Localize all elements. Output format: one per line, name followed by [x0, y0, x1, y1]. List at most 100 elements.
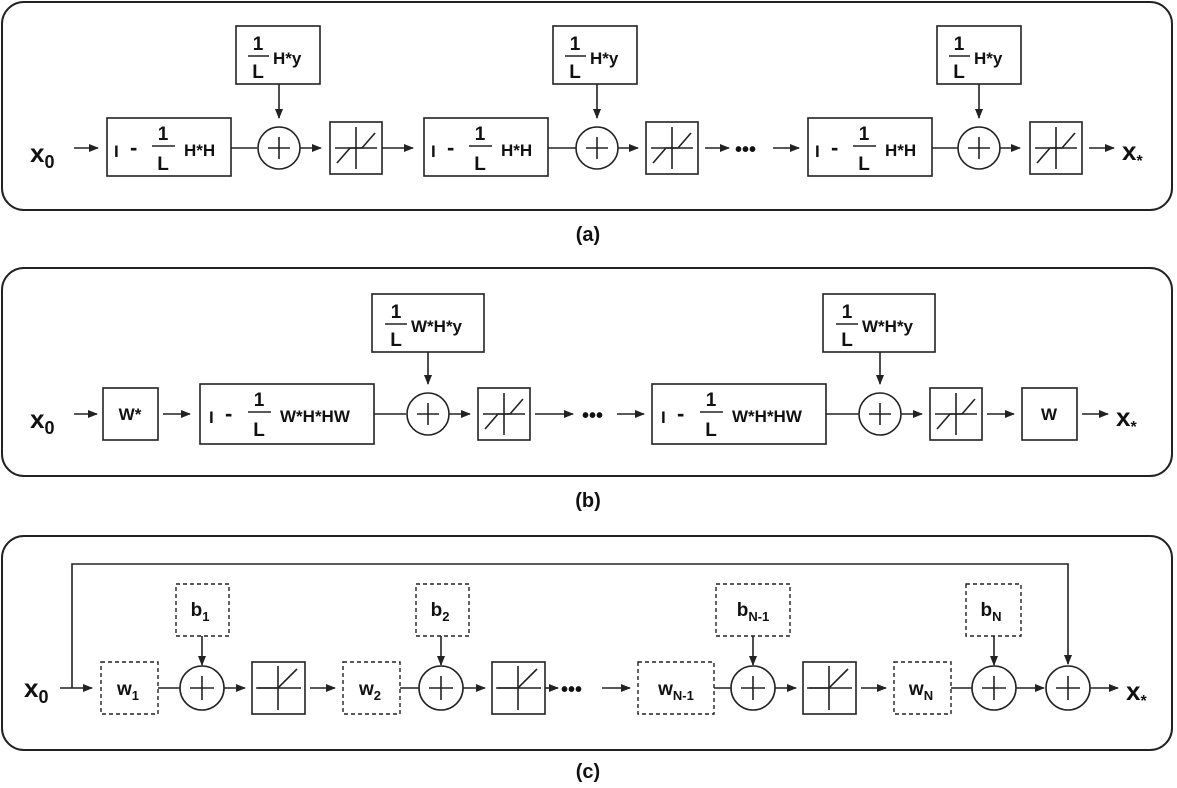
sum-node-icon	[957, 126, 1001, 170]
ellipsis: •••	[561, 679, 582, 701]
bias-term: H*y	[974, 49, 1003, 68]
bias-label: bN	[981, 600, 1002, 624]
fraction-numerator: 1	[158, 124, 169, 145]
input-label-c: x0	[24, 673, 48, 707]
gradient-operator: H*H	[501, 141, 532, 160]
bias-box-bn	[965, 583, 1022, 637]
fraction-numerator: 1	[842, 302, 853, 323]
weight-label: wN-1	[657, 679, 694, 703]
bias-box-a2	[552, 25, 638, 85]
bias-box-a1	[235, 25, 321, 85]
minus-sign: -	[831, 135, 838, 160]
weight-box-wn	[893, 661, 952, 715]
fraction-numerator: 1	[475, 124, 486, 145]
bias-term: H*y	[273, 49, 302, 68]
relu-icon	[491, 661, 546, 715]
sum-node-icon	[971, 665, 1017, 711]
weight-label: w2	[358, 679, 381, 703]
gradient-operator: H*H	[885, 141, 916, 160]
identity-symbol: I	[431, 142, 436, 161]
fraction-numerator: 1	[954, 34, 965, 55]
minus-sign: -	[447, 135, 454, 160]
bias-term: W*H*y	[411, 317, 463, 336]
fraction-denominator: L	[953, 62, 965, 83]
fraction-numerator: 1	[253, 34, 264, 55]
synthesis-op-box	[1021, 387, 1078, 441]
identity-symbol: I	[815, 142, 820, 161]
fraction-denominator: L	[569, 62, 581, 83]
caption-b: (b)	[575, 490, 601, 512]
sum-node-icon	[575, 126, 619, 170]
identity-symbol: I	[209, 408, 214, 427]
caption-c: (c)	[576, 761, 600, 783]
ellipsis: •••	[735, 139, 756, 161]
bias-box-an	[936, 25, 1022, 85]
ellipsis: •••	[582, 405, 603, 427]
soft-threshold-icon	[929, 387, 983, 441]
fraction-denominator: L	[705, 420, 717, 441]
gradient-step-box-a2	[423, 117, 549, 177]
relu-icon	[802, 661, 857, 715]
fraction-numerator: 1	[254, 390, 265, 411]
gradient-step-box-an	[807, 117, 933, 177]
gradient-operator: H*H	[184, 141, 215, 160]
panel-c: x0 w1 b1 w2 b2	[1, 535, 1173, 751]
gradient-step-box-bn	[651, 383, 827, 445]
weight-label: wN	[908, 679, 933, 703]
analysis-operator: W*	[119, 405, 142, 424]
bias-label: b1	[191, 600, 210, 624]
fraction-numerator: 1	[706, 390, 717, 411]
bias-label: b2	[431, 600, 450, 624]
bias-box-bn	[822, 293, 936, 353]
fraction-numerator: 1	[859, 124, 870, 145]
gradient-operator: W*H*HW	[732, 407, 803, 426]
sum-node-icon	[179, 665, 225, 711]
bias-box-b1	[371, 293, 485, 353]
sum-node-icon	[418, 665, 464, 711]
sum-node-icon	[858, 392, 902, 436]
bias-label: bN-1	[737, 600, 770, 624]
residual-sum-node-icon	[1045, 665, 1091, 711]
panel-b: x0 W* I - 1 L W*H*HW 1 L W*H*y	[1, 267, 1173, 477]
skip-connection	[71, 563, 1072, 688]
bias-box-b1	[175, 583, 230, 637]
gradient-step-box-a1	[106, 117, 232, 177]
panel-a: x0 I - 1 L H*H 1 L H*y I -	[1, 1, 1173, 211]
fraction-denominator: L	[253, 420, 265, 441]
identity-symbol: I	[661, 408, 666, 427]
fraction-denominator: L	[390, 330, 402, 351]
weight-box-w2	[342, 661, 401, 715]
input-label-a: x0	[30, 138, 54, 172]
fraction-denominator: L	[252, 62, 264, 83]
weight-box-w1	[100, 661, 159, 715]
weight-label: w1	[116, 679, 139, 703]
fraction-denominator: L	[841, 330, 853, 351]
panel-c-frame	[1, 535, 1173, 751]
soft-threshold-icon	[1029, 121, 1083, 175]
gradient-operator: W*H*HW	[280, 407, 351, 426]
relu-icon	[251, 661, 306, 715]
bias-box-b2	[415, 583, 470, 637]
input-label-b: x0	[30, 404, 54, 438]
soft-threshold-icon	[477, 387, 531, 441]
output-label-c: x*	[1126, 676, 1147, 710]
fraction-denominator: L	[858, 154, 870, 175]
sum-node-icon	[257, 126, 301, 170]
panel-b-frame	[1, 267, 1173, 477]
soft-threshold-icon	[329, 121, 383, 175]
bias-term: W*H*y	[862, 317, 914, 336]
fraction-denominator: L	[157, 154, 169, 175]
output-label-b: x*	[1116, 402, 1137, 436]
minus-sign: -	[130, 135, 137, 160]
caption-a: (a)	[576, 224, 600, 246]
fraction-numerator: 1	[391, 302, 402, 323]
soft-threshold-icon	[645, 121, 699, 175]
identity-symbol: I	[114, 142, 119, 161]
minus-sign: -	[677, 401, 684, 426]
sum-node-icon	[406, 392, 450, 436]
minus-sign: -	[225, 401, 232, 426]
fraction-denominator: L	[474, 154, 486, 175]
gradient-step-box-b1	[199, 383, 375, 445]
fraction-numerator: 1	[570, 34, 581, 55]
